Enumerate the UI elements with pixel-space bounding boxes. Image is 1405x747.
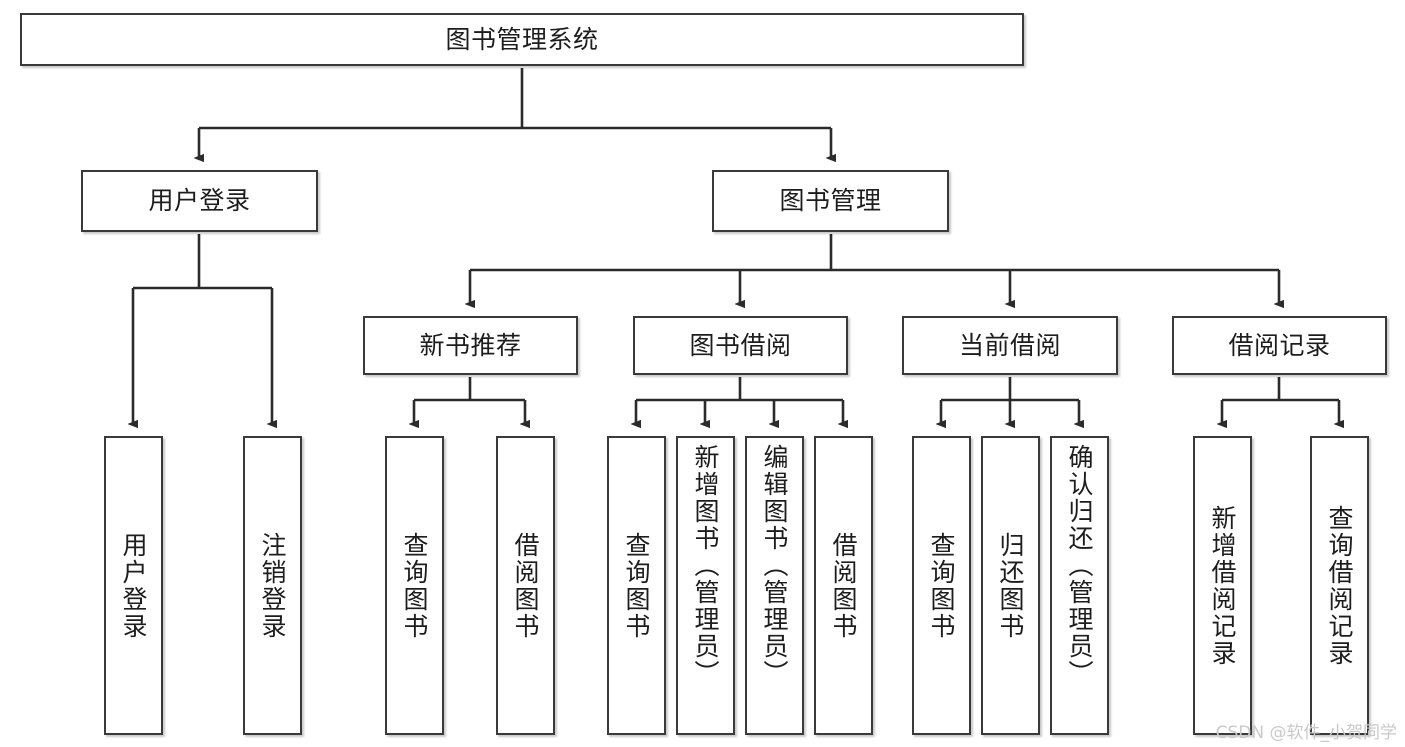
node-label: 查询图书 [400, 531, 429, 640]
node-label: 注销登录 [258, 531, 287, 640]
leaf-borrow-book[interactable]: 借阅图书 [814, 436, 873, 735]
leaf-user-login[interactable]: 用户登录 [104, 436, 163, 735]
node-label: 新增图书（管理员） [691, 444, 720, 687]
leaf-add-book-admin[interactable]: 新增图书（管理员） [676, 436, 735, 735]
node-label: 借阅记录 [1228, 330, 1331, 360]
node-label: 用户登录 [148, 186, 251, 215]
node-root-book-management-system[interactable]: 图书管理系统 [20, 13, 1024, 66]
node-label: 归还图书 [996, 531, 1025, 640]
node-label: 借阅图书 [829, 531, 858, 640]
leaf-logout[interactable]: 注销登录 [243, 436, 302, 735]
node-label: 查询图书 [622, 531, 651, 640]
leaf-return-book[interactable]: 归还图书 [981, 436, 1040, 735]
node-user-login[interactable]: 用户登录 [81, 170, 318, 232]
node-label: 新增借阅记录 [1208, 504, 1237, 667]
node-label: 图书管理系统 [445, 24, 599, 54]
node-current-borrow[interactable]: 当前借阅 [902, 316, 1118, 375]
leaf-borrow-book-recommend[interactable]: 借阅图书 [496, 436, 555, 735]
node-label: 用户登录 [119, 531, 148, 640]
node-label: 查询借阅记录 [1325, 504, 1354, 667]
leaf-query-book-recommend[interactable]: 查询图书 [385, 436, 444, 735]
leaf-query-book-current[interactable]: 查询图书 [912, 436, 971, 735]
leaf-query-book-borrow[interactable]: 查询图书 [607, 436, 666, 735]
node-new-book-recommend[interactable]: 新书推荐 [363, 316, 578, 375]
leaf-query-borrow-record[interactable]: 查询借阅记录 [1310, 436, 1369, 735]
node-label: 图书借阅 [689, 330, 792, 360]
node-label: 借阅图书 [511, 531, 540, 640]
node-label: 查询图书 [927, 531, 956, 640]
leaf-add-borrow-record[interactable]: 新增借阅记录 [1193, 436, 1252, 735]
node-label: 当前借阅 [958, 330, 1061, 360]
node-label: 确认归还（管理员） [1065, 444, 1094, 687]
leaf-edit-book-admin[interactable]: 编辑图书（管理员） [745, 436, 804, 735]
watermark: CSDN @软件_小贺同学 [1215, 723, 1397, 743]
node-label: 编辑图书（管理员） [760, 444, 789, 687]
leaf-confirm-return-admin[interactable]: 确认归还（管理员） [1050, 436, 1109, 735]
node-label: 新书推荐 [419, 330, 522, 360]
node-label: 图书管理 [779, 186, 882, 215]
node-borrow-record[interactable]: 借阅记录 [1172, 316, 1387, 375]
node-book-borrow[interactable]: 图书借阅 [633, 316, 848, 375]
node-book-management[interactable]: 图书管理 [712, 170, 949, 232]
